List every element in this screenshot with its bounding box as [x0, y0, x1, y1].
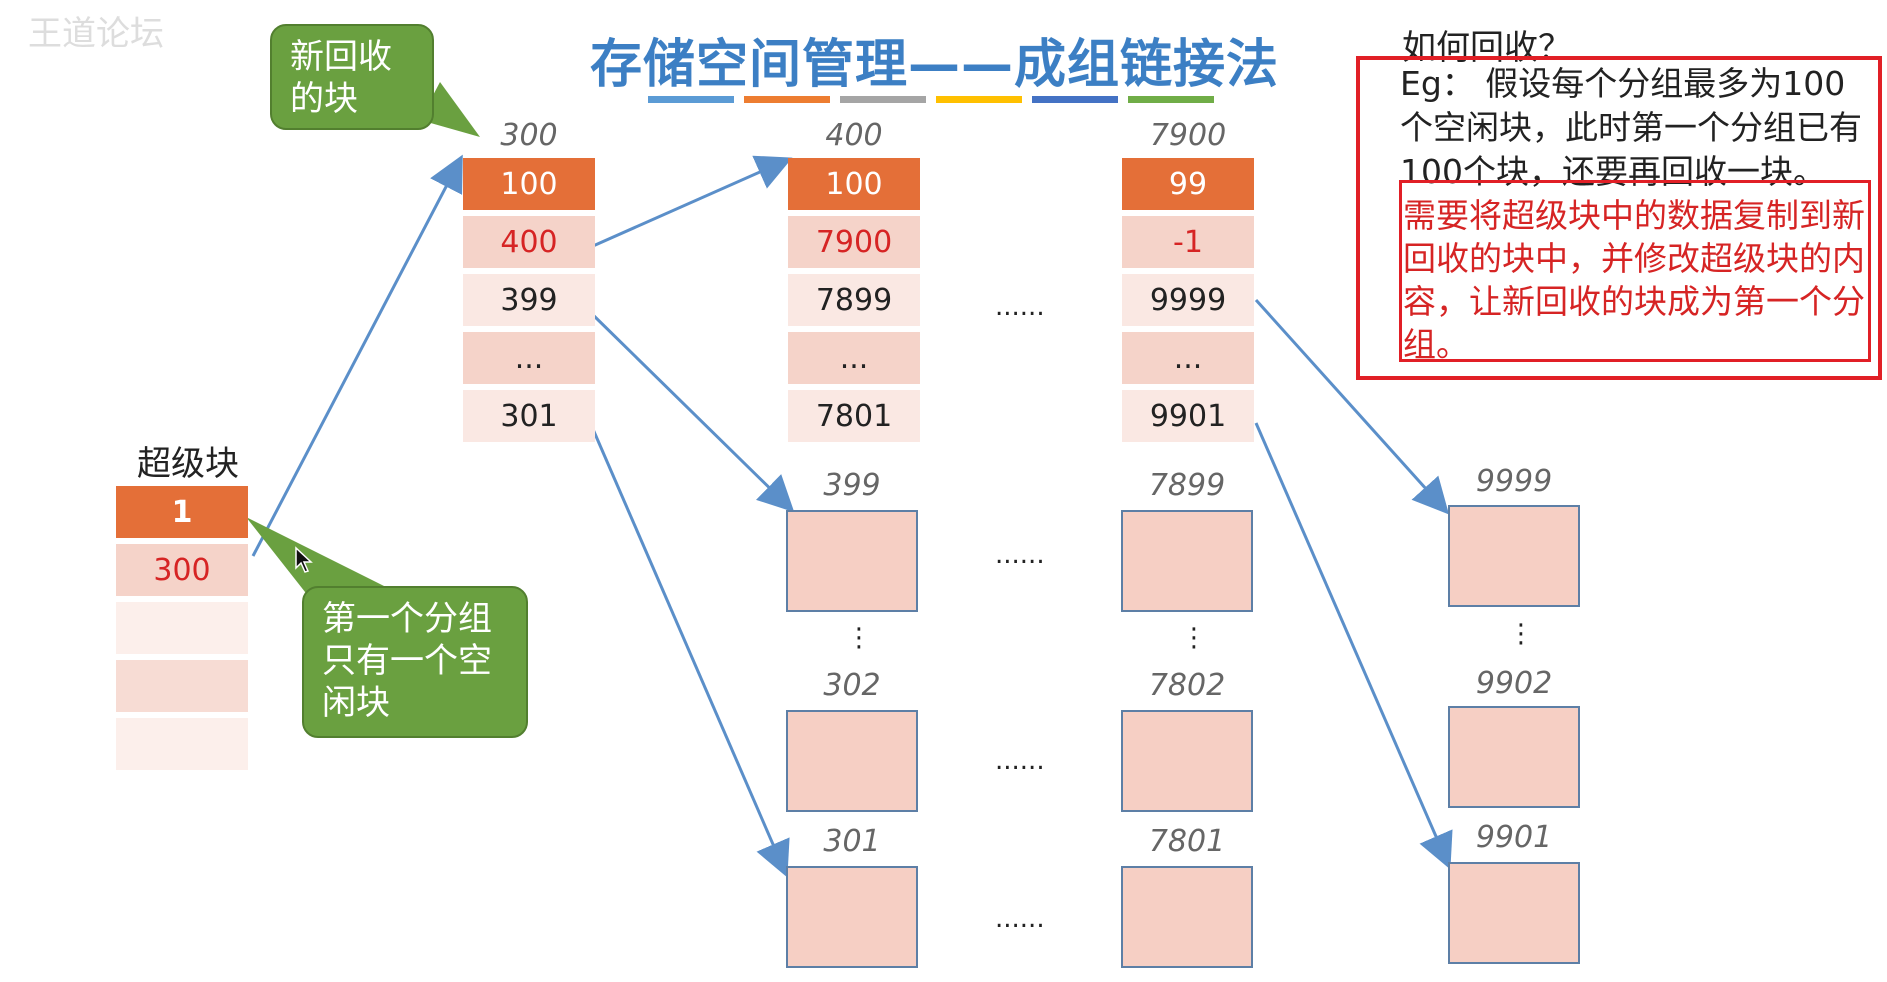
free-block	[1121, 710, 1253, 812]
arrow-300-to-399	[588, 310, 795, 513]
group-block-label: 400	[825, 118, 883, 153]
ellipsis: ......	[995, 540, 1045, 570]
free-block-label: 7802	[1148, 668, 1226, 703]
free-block-label: 399	[823, 468, 881, 503]
group-count-cell: 100	[788, 158, 920, 210]
arrow-300-to-400	[592, 155, 793, 248]
title-color-bar-1	[648, 96, 734, 103]
group-entry-cell: 9901	[1122, 390, 1254, 442]
callout-first-group-text: 第一个分组只有一个空闲块	[322, 599, 492, 723]
title-color-bar-6	[1128, 96, 1214, 103]
free-block	[1121, 510, 1253, 612]
super-block-empty-row	[116, 602, 248, 654]
group-entry-cell: ...	[1122, 332, 1254, 384]
callout-new-block: 新回收的块	[270, 24, 434, 130]
free-block	[786, 510, 918, 612]
group-block: 100 7900 7899 ... 7801	[788, 158, 920, 448]
ellipsis: ......	[995, 746, 1045, 776]
free-block	[1121, 866, 1253, 968]
slide-title: 存储空间管理——成组链接法	[590, 35, 1280, 95]
group-block: 100 400 399 ... 301	[463, 158, 595, 448]
vertical-ellipsis: ⋮	[1508, 619, 1534, 649]
super-block-count: 1	[116, 486, 248, 538]
callout-first-group: 第一个分组只有一个空闲块	[302, 586, 528, 738]
group-next-pointer-cell: 7900	[788, 216, 920, 268]
question-title: 如何回收？	[1402, 28, 1572, 68]
super-block: 1 300	[116, 486, 248, 776]
super-block-empty-row	[116, 660, 248, 712]
callout-new-block-text: 新回收的块	[290, 37, 392, 119]
group-block: 99 -1 9999 ... 9901	[1122, 158, 1254, 448]
group-next-pointer-cell: 400	[463, 216, 595, 268]
free-block-label: 302	[823, 668, 881, 703]
free-block-label: 9901	[1475, 820, 1553, 855]
free-block	[1448, 706, 1580, 808]
vertical-ellipsis: ⋮	[1181, 623, 1207, 653]
free-block-label: 7899	[1148, 468, 1226, 503]
free-block	[1448, 862, 1580, 964]
title-color-bar-4	[936, 96, 1022, 103]
free-block	[786, 710, 918, 812]
free-block-label: 7801	[1148, 824, 1226, 859]
title-color-bar-2	[744, 96, 830, 103]
callout-new-block-tail	[420, 82, 480, 137]
group-entry-cell: ...	[788, 332, 920, 384]
super-block-pointer: 300	[116, 544, 248, 596]
free-block	[1448, 505, 1580, 607]
group-block-label: 300	[500, 118, 558, 153]
free-block	[786, 866, 918, 968]
group-entry-cell: 9999	[1122, 274, 1254, 326]
answer-text: 需要将超级块中的数据复制到新回收的块中，并修改超级块的内容，让新回收的块成为第一…	[1403, 196, 1865, 364]
title-color-bar-3	[840, 96, 926, 103]
group-entry-cell: 399	[463, 274, 595, 326]
group-block-label: 7900	[1149, 118, 1227, 153]
arrow-7900-to-9901	[1254, 422, 1453, 870]
ellipsis: ......	[995, 292, 1045, 322]
arrow-super-to-300	[251, 154, 463, 557]
group-entry-cell: 7801	[788, 390, 920, 442]
arrow-300-to-301	[587, 419, 790, 878]
vertical-ellipsis: ⋮	[846, 623, 872, 653]
title-color-bar-5	[1032, 96, 1118, 103]
free-block-label: 9999	[1475, 464, 1553, 499]
watermark-logo: 王道论坛	[28, 14, 164, 54]
super-block-empty-row	[116, 718, 248, 770]
super-block-label: 超级块	[137, 444, 239, 484]
group-count-cell: 99	[1122, 158, 1254, 210]
free-block-label: 301	[823, 824, 881, 859]
answer-inner-box	[1399, 180, 1871, 362]
explanation-outer-box	[1356, 56, 1882, 380]
group-count-cell: 100	[463, 158, 595, 210]
group-next-pointer-cell: -1	[1122, 216, 1254, 268]
ellipsis: ......	[995, 904, 1045, 934]
arrow-7900-to-9999	[1254, 298, 1450, 515]
group-entry-cell: 7899	[788, 274, 920, 326]
group-entry-cell: ...	[463, 332, 595, 384]
mouse-cursor-icon	[295, 546, 313, 573]
group-entry-cell: 301	[463, 390, 595, 442]
example-text: Eg： 假设每个分组最多为100个空闲块，此时第一个分组已有100个块，还要再回…	[1400, 64, 1862, 191]
free-block-label: 9902	[1475, 666, 1553, 701]
